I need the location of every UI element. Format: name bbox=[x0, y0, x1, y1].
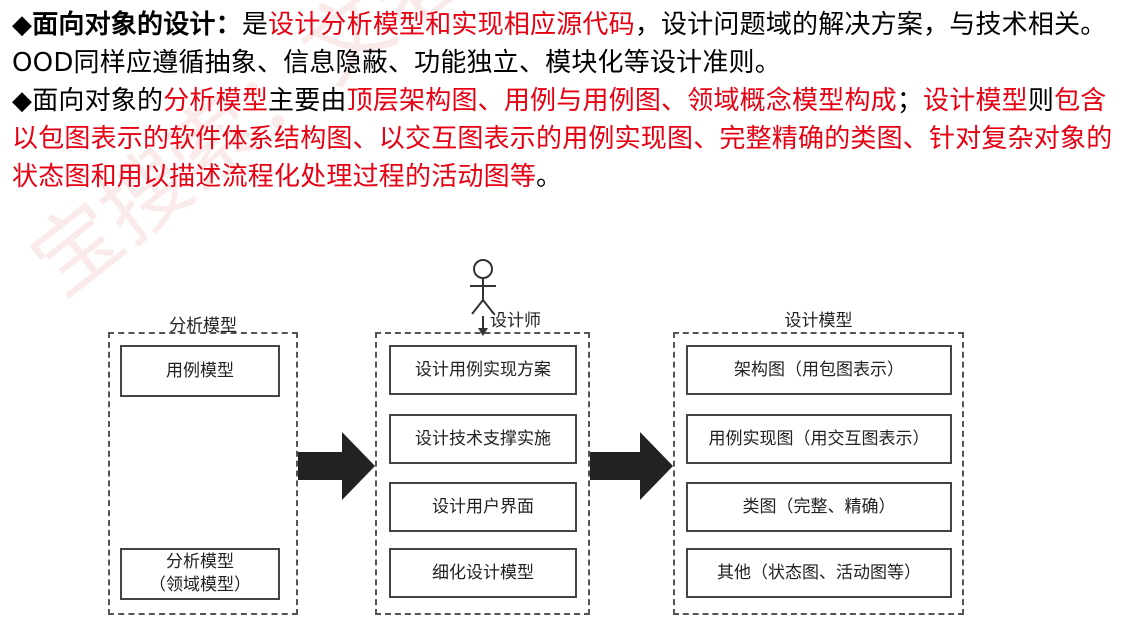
design-activities-group bbox=[375, 332, 590, 615]
use-case-model-box: 用例模型 bbox=[120, 345, 280, 397]
design-artifact-box: 架构图（用包图表示） bbox=[686, 345, 952, 395]
right-group-title: 设计模型 bbox=[784, 311, 853, 331]
highlight: 设计模型 bbox=[923, 86, 1028, 116]
term-ood: 面向对象的设计： bbox=[32, 10, 242, 40]
arrow-right-icon bbox=[590, 432, 673, 500]
activity-box: 设计技术支撑实施 bbox=[389, 414, 577, 464]
activity-box: 细化设计模型 bbox=[389, 548, 577, 598]
design-artifact-box: 用例实现图（用交互图表示） bbox=[686, 414, 952, 464]
design-artifact-box: 类图（完整、精确） bbox=[686, 482, 952, 532]
highlight: 设计分析模型和实现相应源代码 bbox=[268, 10, 635, 40]
text-span: 。 bbox=[536, 162, 563, 192]
text-span: ，设计问题域的解决方案，与技术相关。OOD同样应遵循抽象、信息隐蔽、功能独立、模… bbox=[12, 10, 1107, 78]
actor-label: 设计师 bbox=[490, 311, 541, 331]
activity-box: 设计用例实现方案 bbox=[389, 345, 577, 395]
actor-icon bbox=[470, 259, 496, 336]
analysis-model-group bbox=[108, 332, 298, 615]
design-artifact-box: 其他（状态图、活动图等） bbox=[686, 548, 952, 598]
intro-text: ◆面向对象的设计：是设计分析模型和实现相应源代码，设计问题域的解决方案，与技术相… bbox=[12, 6, 1127, 196]
highlight: 顶层架构图、用例与用例图、领域概念模型构成 bbox=[346, 86, 897, 116]
domain-model-box: 分析模型 （领域模型） bbox=[120, 548, 280, 600]
text-span: 面向对象的 bbox=[32, 86, 164, 116]
highlight: 分析模型 bbox=[163, 86, 269, 116]
highlight: 包含以包图表示的软件体系结构图、以交互图表示的用例实现图、完整精确的类图、针对复… bbox=[12, 86, 1113, 192]
design-model-group bbox=[673, 332, 964, 615]
text-span: 是 bbox=[241, 10, 269, 40]
text-span: ； bbox=[896, 86, 924, 116]
paragraph-design: ◆面向对象的设计：是设计分析模型和实现相应源代码，设计问题域的解决方案，与技术相… bbox=[12, 6, 1127, 82]
activity-box: 设计用户界面 bbox=[389, 482, 577, 532]
highlight: 等 bbox=[509, 162, 537, 192]
left-group-title: 分析模型 bbox=[169, 316, 237, 336]
paragraph-models: ◆面向对象的分析模型主要由顶层架构图、用例与用例图、领域概念模型构成；设计模型则… bbox=[12, 82, 1127, 196]
text-span: 主要由 bbox=[268, 86, 347, 116]
bullet-icon: ◆ bbox=[12, 10, 33, 40]
text-span: 则 bbox=[1027, 86, 1055, 116]
arrow-right-icon bbox=[298, 432, 375, 500]
bullet-icon: ◆ bbox=[12, 86, 33, 116]
